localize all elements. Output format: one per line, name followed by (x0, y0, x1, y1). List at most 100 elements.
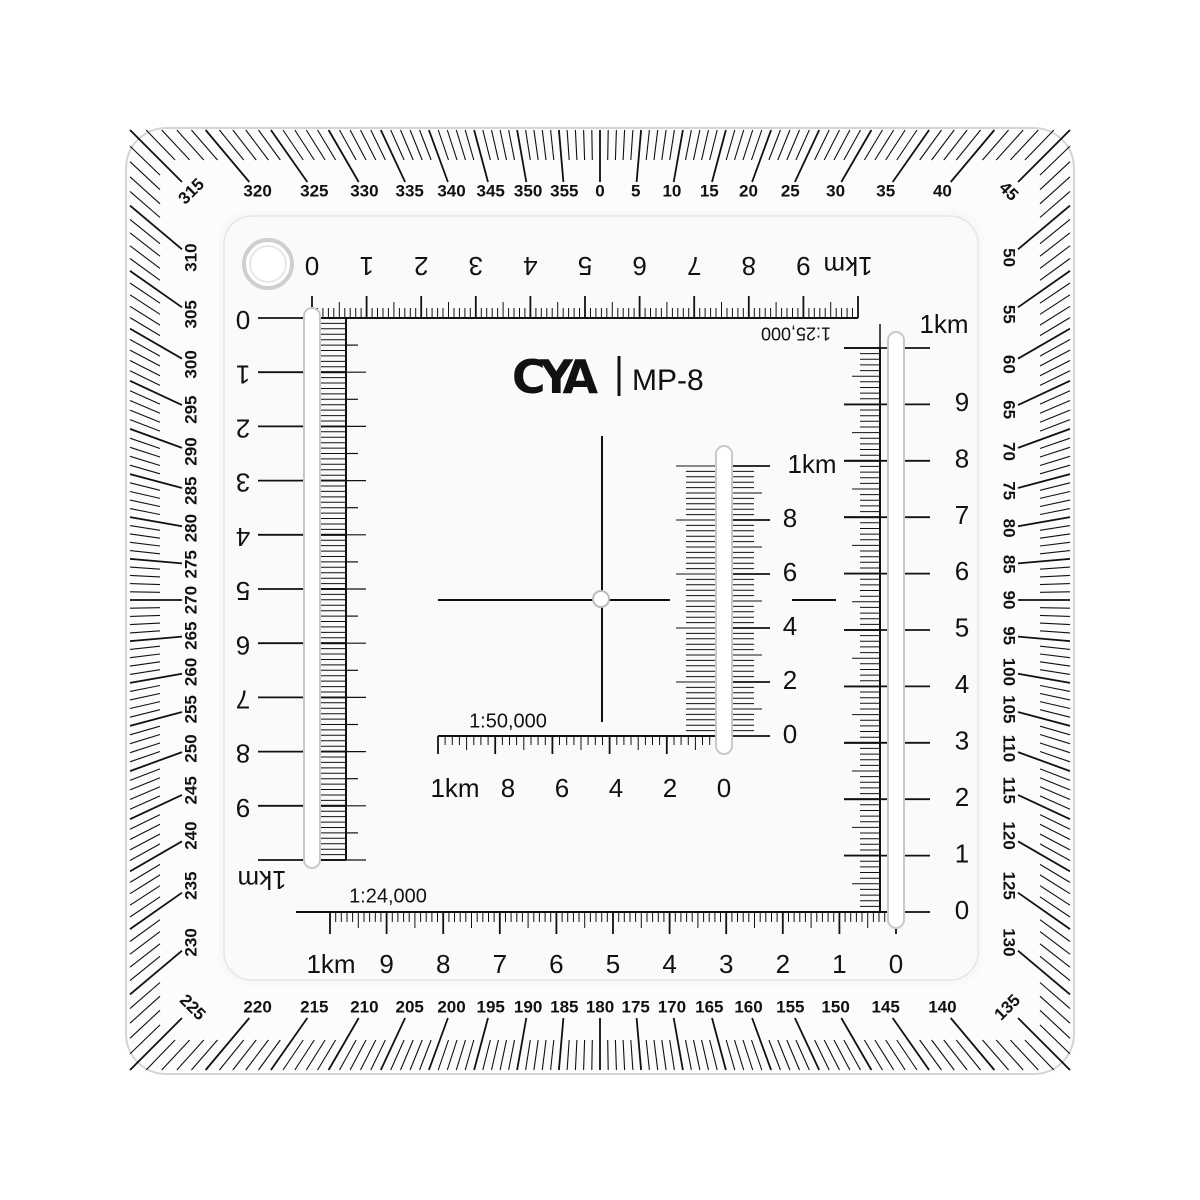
bearing-tick (490, 129, 499, 161)
bearing-tick (129, 428, 183, 449)
bearing-tick (145, 129, 176, 161)
bottom-scale-label: 3 (719, 949, 733, 979)
bearing-tick (473, 1017, 489, 1071)
bearing-label: 10 (662, 181, 681, 200)
bearing-tick (863, 1039, 883, 1071)
bearing-tick (733, 1039, 745, 1071)
bearing-label: 75 (1000, 481, 1019, 500)
bearing-label: 310 (181, 243, 200, 271)
bearing-tick (270, 129, 309, 183)
bearing-tick (622, 129, 626, 161)
bearing-tick (742, 129, 754, 161)
bearing-tick (1039, 982, 1071, 1010)
bearing-tick (1039, 305, 1071, 326)
bottom-scale-label: 1km (306, 949, 355, 979)
bearing-tick (129, 840, 183, 873)
bearing-label: 295 (181, 396, 200, 424)
right-scale-label: 8 (955, 443, 969, 473)
bearing-tick (360, 129, 377, 161)
bearing-tick (446, 129, 458, 161)
bearing-tick (232, 129, 257, 161)
bearing-tick (1039, 863, 1071, 883)
bearing-label: 350 (514, 181, 542, 200)
bearing-label: 100 (1000, 658, 1019, 686)
bearing-tick (1039, 176, 1071, 205)
bearing-tick (129, 190, 161, 218)
bearing-tick (550, 1039, 555, 1071)
bearing-tick (541, 1039, 547, 1071)
bearing-tick (129, 823, 161, 840)
bearing-tick (455, 1039, 467, 1071)
bearing-tick (1039, 823, 1071, 840)
bearing-label: 240 (181, 821, 200, 849)
bearing-tick (129, 896, 161, 918)
bearing-tick (129, 607, 161, 609)
bearing-tick (684, 129, 692, 161)
bearing-tick (931, 129, 955, 161)
bearing-tick (339, 129, 357, 161)
bearing-tick (129, 891, 183, 930)
bearing-tick (129, 161, 161, 191)
bearing-label: 210 (350, 997, 378, 1016)
bearing-tick (129, 622, 161, 626)
bearing-tick (218, 129, 245, 161)
bearing-tick (428, 1017, 449, 1071)
bearing-tick (814, 129, 830, 161)
bottom-scale-ratio: 1:24,000 (349, 885, 427, 907)
bearing-tick (379, 1017, 406, 1071)
bottom-scale-label: 1 (832, 949, 846, 979)
bearing-tick (317, 1039, 337, 1071)
bearing-label: 345 (477, 181, 505, 200)
bearing-tick (1017, 428, 1071, 449)
bearing-tick (786, 1039, 801, 1071)
bearing-tick (129, 653, 161, 659)
bearing-tick (516, 129, 528, 183)
bearing-label: 205 (396, 997, 424, 1016)
bearing-tick (129, 360, 161, 377)
bearing-label: 270 (181, 586, 200, 614)
bearing-tick (995, 129, 1024, 161)
bearing-label: 280 (181, 514, 200, 542)
inner-h-label: 2 (663, 773, 677, 803)
bearing-label: 335 (396, 181, 424, 200)
bearing-tick (750, 129, 763, 161)
bearing-tick (129, 794, 183, 821)
bearing-tick (661, 1039, 667, 1071)
bearing-tick (1039, 885, 1071, 906)
inner-h-label: 0 (717, 773, 731, 803)
bearing-tick (327, 1017, 360, 1071)
bearing-tick (499, 129, 508, 161)
bearing-tick (270, 1017, 309, 1071)
bearing-tick (1039, 409, 1071, 423)
bearing-tick (129, 814, 161, 830)
bearing-tick (258, 129, 281, 161)
bearing-tick (635, 129, 642, 183)
bearing-tick (129, 777, 161, 791)
ruler-slot (887, 331, 905, 929)
top-scale-label: 1 (359, 251, 373, 281)
bearing-tick (833, 129, 851, 161)
bearing-tick (558, 1017, 565, 1071)
bearing-tick (129, 701, 161, 710)
bearing-tick (129, 591, 161, 593)
bearing-tick (1039, 661, 1071, 667)
inner-scale-ratio: 1:50,000 (469, 710, 547, 732)
bearing-tick (1039, 258, 1071, 281)
bearing-tick (129, 843, 161, 861)
bearing-tick (1039, 490, 1071, 499)
bearing-tick (129, 661, 161, 667)
bearing-tick (258, 1039, 281, 1071)
top-scale-label: 0 (305, 251, 319, 281)
bearing-label: 255 (181, 695, 200, 723)
bearing-tick (129, 709, 161, 718)
bearing-label: 220 (243, 997, 271, 1016)
bearing-label: 165 (695, 997, 723, 1016)
bearing-tick (282, 129, 304, 161)
bearing-tick (583, 1039, 586, 1071)
bearing-tick (1039, 419, 1071, 432)
bearing-tick (129, 982, 161, 1010)
bearing-tick (1017, 711, 1071, 727)
bearing-tick (1039, 630, 1071, 634)
bearing-tick (583, 129, 586, 161)
bearing-tick (294, 129, 315, 161)
